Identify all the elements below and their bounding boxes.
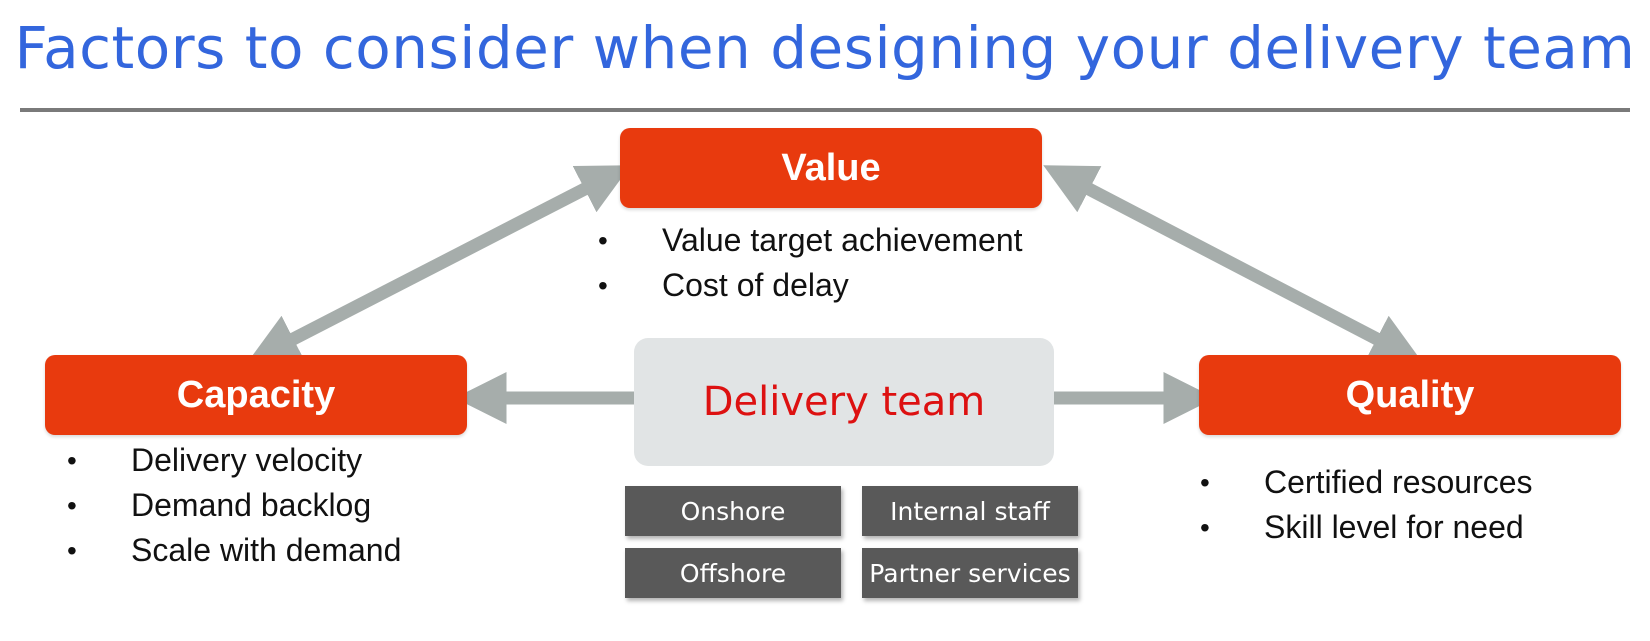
tag-label: Internal staff (890, 496, 1050, 526)
quality-bullets: Certified resources Skill level for need (1200, 460, 1533, 550)
arrow-capacity-value (247, 165, 631, 363)
list-item: Scale with demand (67, 528, 401, 573)
tag-label: Partner services (869, 558, 1071, 588)
list-item: Delivery velocity (67, 438, 401, 483)
capacity-bullets: Delivery velocity Demand backlog Scale w… (67, 438, 401, 573)
tag-label: Offshore (679, 558, 787, 588)
list-item: Skill level for need (1200, 505, 1533, 550)
delivery-team-box: Delivery team (634, 338, 1054, 466)
page-title: Factors to consider when designing your … (14, 14, 1636, 82)
value-box: Value (620, 128, 1042, 208)
tag-label: Onshore (680, 496, 786, 526)
list-item: Cost of delay (598, 263, 1023, 308)
quality-box: Quality (1199, 355, 1621, 435)
arrow-value-quality (1043, 165, 1423, 363)
delivery-team-label: Delivery team (702, 379, 986, 425)
capacity-label: Capacity (176, 373, 336, 416)
quality-label: Quality (1345, 373, 1475, 416)
tag-onshore: Onshore (625, 486, 841, 536)
tag-offshore: Offshore (625, 548, 841, 598)
list-item: Certified resources (1200, 460, 1533, 505)
value-label: Value (781, 146, 881, 189)
tag-partner-services: Partner services (862, 548, 1078, 598)
title-divider (20, 108, 1630, 112)
list-item: Value target achievement (598, 218, 1023, 263)
tag-internal-staff: Internal staff (862, 486, 1078, 536)
capacity-box: Capacity (45, 355, 467, 435)
list-item: Demand backlog (67, 483, 401, 528)
value-bullets: Value target achievement Cost of delay (598, 218, 1023, 308)
